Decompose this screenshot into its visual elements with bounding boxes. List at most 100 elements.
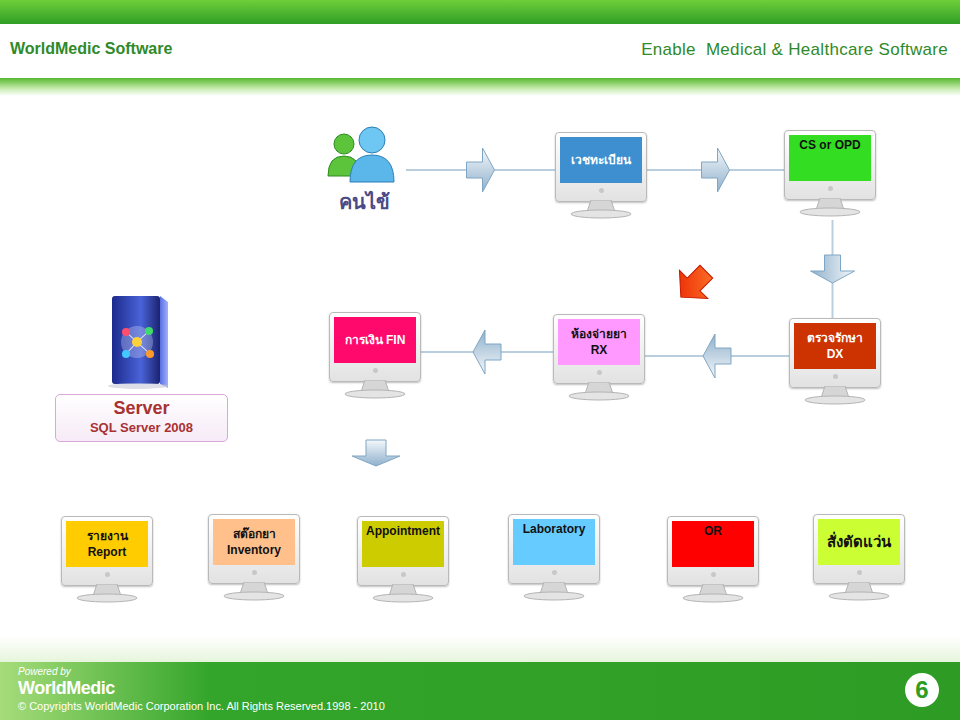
brand-name: WorldMedic Software [10,40,172,58]
power-dot [401,572,406,577]
node-label: Appointment [366,523,440,539]
person-body [350,155,394,182]
flow-arrow [421,330,553,374]
stand-base [77,594,137,602]
monitor-screen: การเงิน FIN [334,317,416,363]
monitor-screen: รายงาน Report [66,521,148,567]
server-glow [121,326,153,358]
block-arrowhead [702,148,730,192]
power-dot [833,374,838,379]
footer-fade [0,636,960,662]
server-label-box: ServerSQL Server 2008 [55,394,228,442]
flow-arrow [811,220,855,318]
power-dot [252,570,257,575]
server-subtitle: SQL Server 2008 [64,419,219,436]
power-dot [105,572,110,577]
person-head [359,127,385,153]
powered-by: Powered by [18,666,71,677]
patient-icon: คนไข้ [322,124,406,216]
workstation-monitor: Appointment [357,516,449,606]
workstation-monitor: ห้องจ่ายยา RX [553,314,645,404]
workstation-monitor: เวชทะเบียน [555,132,647,222]
monitor-screen: สต๊อกยา Inventory [213,519,295,565]
workstation-monitor: OR [667,516,759,606]
stand-base [829,592,889,600]
node-label: การเงิน FIN [345,332,406,348]
flow-arrow [647,148,784,192]
monitor-stand [789,386,881,408]
monitor-screen: Laboratory [513,519,595,565]
stand-base [373,594,433,602]
workstation-monitor: CS or OPD [784,130,876,220]
power-dot [373,368,378,373]
power-dot [857,570,862,575]
block-arrowhead [703,334,731,378]
network-dot [145,327,153,335]
header-stripe [0,78,960,96]
node-label: รายงาน Report [76,528,138,560]
node-label: CS or OPD [799,137,860,153]
server-icon [108,296,168,389]
stand-base [345,390,405,398]
network-dot [146,350,154,358]
person-head [334,134,354,154]
monitor-screen: Appointment [362,521,444,567]
people-icon [322,124,406,186]
flow-arrow [645,334,789,378]
monitor-screen: เวชทะเบียน [560,137,642,183]
monitor-screen: CS or OPD [789,135,871,181]
stand-base [524,592,584,600]
workstation-monitor: การเงิน FIN [329,312,421,402]
monitor-screen: ห้องจ่ายยา RX [558,319,640,365]
stand-base [800,208,860,216]
power-dot [552,570,557,575]
server-shadow [108,383,168,389]
monitor-stand [553,382,645,404]
workstation-monitor: ตรวจรักษา DX [789,318,881,408]
power-dot [711,572,716,577]
flow-arrow [406,148,555,192]
node-label: Laboratory [523,521,586,537]
header-bar [0,0,960,24]
copyright: © Copyrights WorldMedic Corporation Inc.… [18,700,385,712]
network-dot [122,350,130,358]
footer-brand: WorldMedic [18,678,115,699]
monitor-stand [813,582,905,604]
stand-base [569,392,629,400]
server-title: Server [64,398,219,419]
network-dot [122,328,130,336]
monitor-stand [329,380,421,402]
node-label: สต๊อกยา Inventory [221,526,287,558]
block-arrowhead [473,330,501,374]
down-arrow [352,440,400,466]
power-dot [828,186,833,191]
node-label: ห้องจ่ายยา RX [563,326,635,358]
server-side [160,296,168,388]
page-number: 6 [905,673,939,707]
node-label: สั่งตัดแว่น [827,532,891,552]
server-body [112,296,160,384]
node-label: เวชทะเบียน [571,152,631,168]
monitor-screen: OR [672,521,754,567]
node-label: ตรวจรักษา DX [799,330,871,362]
monitor-stand [208,582,300,604]
monitor-stand [508,582,600,604]
workstation-monitor: รายงาน Report [61,516,153,606]
node-label: คนไข้ [322,186,406,218]
monitor-screen: สั่งตัดแว่น [818,519,900,565]
monitor-stand [357,584,449,606]
stand-base [683,594,743,602]
block-arrowhead [467,148,495,192]
power-dot [599,188,604,193]
red-arrow-shape [667,258,721,312]
power-dot [597,370,602,375]
monitor-screen: ตรวจรักษา DX [794,323,876,369]
stand-base [805,396,865,404]
red-arrow [667,258,721,312]
stand-base [571,210,631,218]
node-label: OR [704,523,722,539]
workstation-monitor: สต๊อกยา Inventory [208,514,300,604]
down-arrow-shape [352,440,400,466]
monitor-stand [667,584,759,606]
